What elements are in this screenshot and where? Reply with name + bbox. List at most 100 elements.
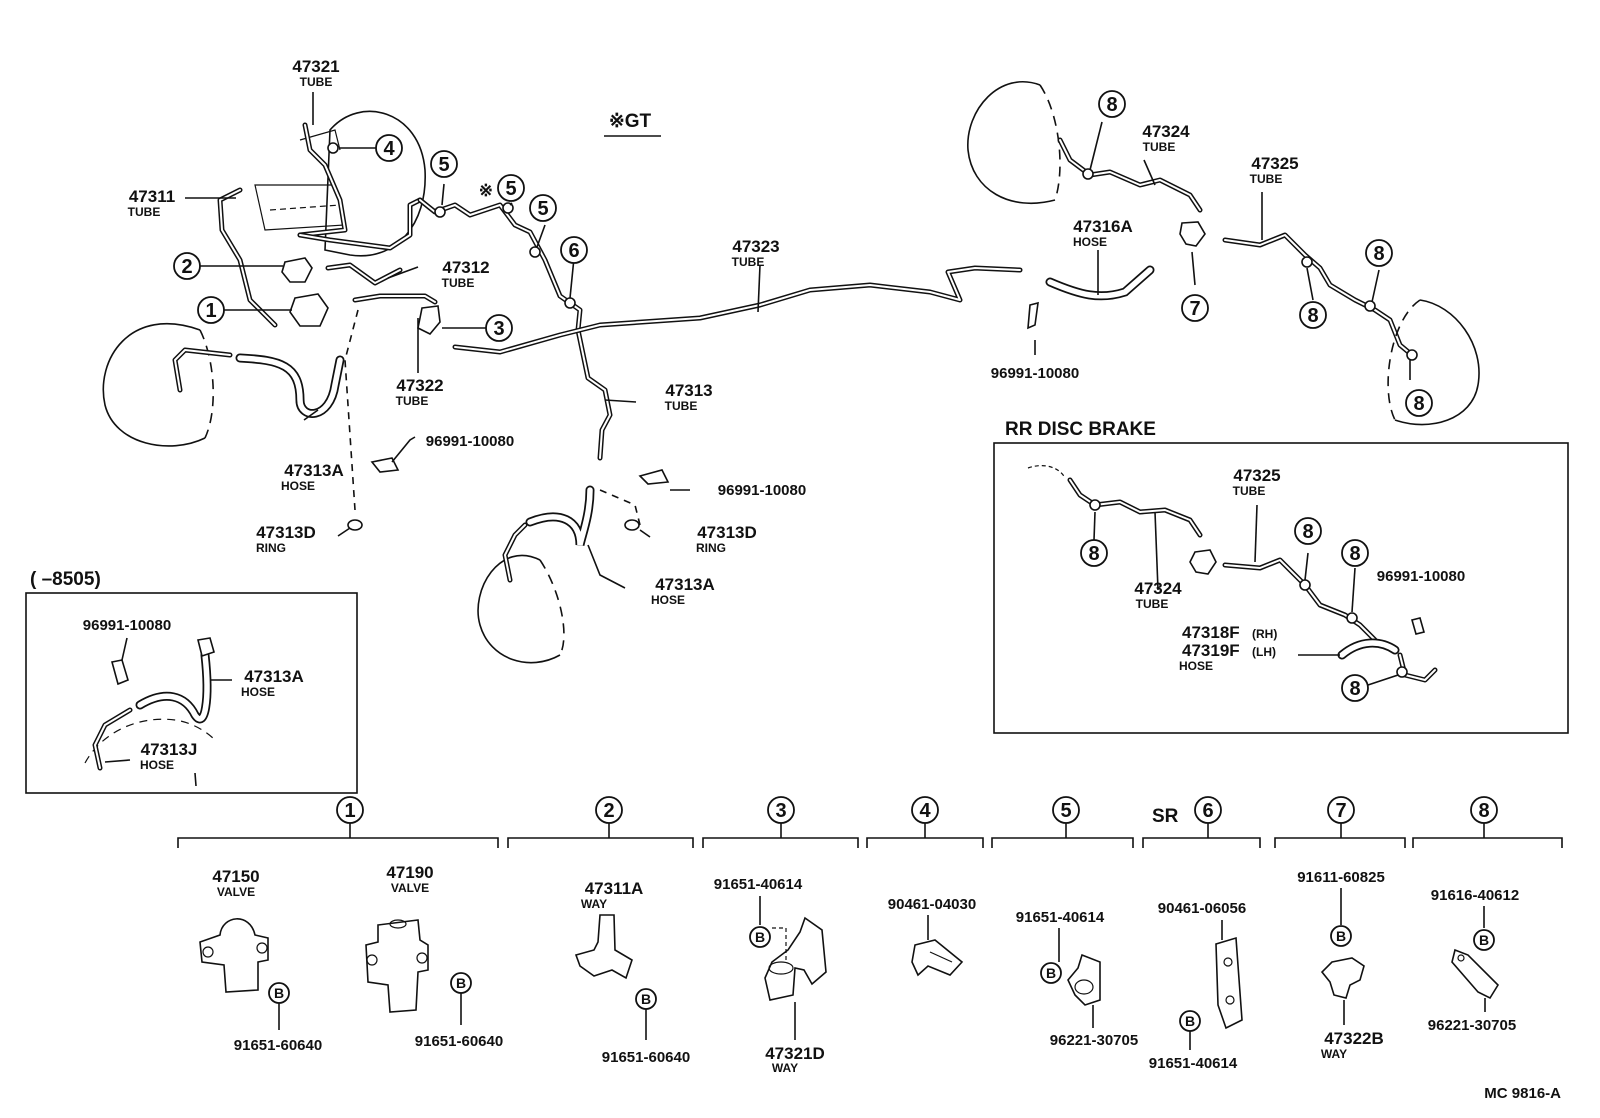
callout-8-rr-a: 8	[1080, 539, 1108, 567]
detail-6-bottom-number: 91651-40614	[1149, 1055, 1238, 1072]
svg-text:B: B	[755, 929, 765, 945]
bolt-b-5: B	[1040, 962, 1062, 984]
svg-text:8: 8	[1373, 243, 1384, 265]
callout-3-main: 3	[485, 314, 513, 342]
valve-part-2	[281, 257, 313, 283]
svg-text:4: 4	[919, 800, 931, 822]
svg-text:2: 2	[181, 256, 192, 278]
way-47322B-drawing	[1320, 957, 1365, 999]
tube-47324-top	[1057, 137, 1203, 213]
bolt-b-3: B	[749, 926, 771, 948]
label-47313D-left: 47313D	[256, 523, 316, 542]
label-47323-type: TUBE	[732, 255, 765, 269]
svg-text:※: ※	[479, 181, 493, 200]
label-47319F-side: (LH)	[1252, 645, 1276, 659]
front-right-drum	[477, 554, 565, 664]
callout-8-rr-c: 8	[1341, 539, 1369, 567]
svg-text:B: B	[1185, 1013, 1195, 1029]
valve-47190-drawing	[365, 919, 429, 1013]
bolt-b-1a: B	[268, 982, 290, 1004]
detail-7-part-number: 47322B	[1324, 1029, 1384, 1048]
callout-5-star: ※ 5	[479, 174, 525, 202]
svg-text:6: 6	[568, 240, 579, 262]
label-47324-rr-type: TUBE	[1136, 597, 1169, 611]
detail-5-bottom-number: 96221-30705	[1050, 1032, 1138, 1049]
label-47321: 47321	[292, 57, 339, 76]
label-47322: 47322	[396, 376, 443, 395]
svg-text:8: 8	[1302, 521, 1313, 543]
label-96991-rr: 96991-10080	[1377, 568, 1465, 585]
rear-right-drum	[1387, 299, 1480, 426]
callout-5-main-a: 5	[430, 150, 458, 178]
label-96991-a: 96991-10080	[426, 433, 514, 450]
svg-text:B: B	[641, 991, 651, 1007]
clamp-5-drawing	[1067, 953, 1101, 1006]
svg-text:1: 1	[205, 300, 216, 322]
label-96991-c: 96991-10080	[991, 365, 1079, 382]
label-47325-top-type: TUBE	[1250, 172, 1283, 186]
callout-1-main: 1	[197, 296, 225, 324]
label-47312: 47312	[442, 258, 489, 277]
detail-2-bolt-number: 91651-60640	[602, 1049, 690, 1066]
svg-text:B: B	[1336, 928, 1346, 944]
svg-text:5: 5	[537, 198, 548, 220]
way-part-7-top	[1179, 221, 1206, 247]
detail-4-part-number: 90461-04030	[888, 896, 976, 913]
label-47312-type: TUBE	[442, 276, 475, 290]
callout-3-detail: 3	[767, 796, 795, 824]
callout-5-main-b: 5	[529, 194, 557, 222]
detail-1a-type: VALVE	[217, 885, 255, 899]
svg-text:3: 3	[493, 318, 504, 340]
svg-text:8: 8	[1349, 543, 1360, 565]
hose-47313A-mid	[502, 485, 595, 583]
detail-8-bottom-number: 96221-30705	[1428, 1017, 1516, 1034]
label-47313D-mid: 47313D	[697, 523, 757, 542]
svg-text:7: 7	[1189, 298, 1200, 320]
way-47321D-drawing	[764, 916, 827, 1001]
callout-5-detail: 5	[1052, 796, 1080, 824]
svg-text:B: B	[456, 975, 466, 991]
bolt-b-7: B	[1330, 925, 1352, 947]
label-47318F: 47318F	[1182, 623, 1240, 642]
hose-47316A	[1045, 265, 1155, 301]
ring-47313D-left	[347, 519, 363, 531]
svg-text:8: 8	[1349, 678, 1360, 700]
way-part-3	[417, 305, 441, 335]
rr-disc-brake-box	[993, 442, 1569, 734]
label-47313J-type: HOSE	[140, 758, 174, 772]
connection-nodes	[327, 142, 1418, 361]
svg-text:4: 4	[383, 138, 395, 160]
detail-1a-bolt-number: 91651-60640	[234, 1037, 322, 1054]
detail-5-top-number: 91651-40614	[1016, 909, 1105, 926]
inset-title: ( –8505)	[30, 569, 101, 590]
callout-4-detail: 4	[911, 796, 939, 824]
label-47325-top: 47325	[1251, 154, 1298, 173]
detail-1b-bolt-number: 91651-60640	[415, 1033, 503, 1050]
callout-8-b: 8	[1365, 239, 1393, 267]
label-4731xF-type: HOSE	[1179, 659, 1213, 673]
ring-47313D-mid	[624, 519, 640, 531]
front-left-drum	[102, 323, 214, 447]
hose-47313A-left	[172, 347, 345, 418]
clip-90461-04030-drawing	[911, 939, 964, 977]
label-47321-type: TUBE	[300, 75, 333, 89]
svg-text:8: 8	[1106, 94, 1117, 116]
svg-text:5: 5	[1060, 800, 1071, 822]
detail-6-top-number: 90461-06056	[1158, 900, 1246, 917]
label-47322-type: TUBE	[396, 394, 429, 408]
detail-2-type: WAY	[581, 897, 607, 911]
detail-1b-part-number: 47190	[386, 863, 433, 882]
detail-3-type: WAY	[772, 1061, 798, 1075]
label-47323: 47323	[732, 237, 779, 256]
valve-part-1	[289, 293, 329, 327]
label-47316A-type: HOSE	[1073, 235, 1107, 249]
callout-7-detail: 7	[1327, 796, 1355, 824]
callout-8-a: 8	[1098, 90, 1126, 118]
label-47311: 47311	[129, 187, 175, 206]
callout-6-main: 6	[560, 236, 588, 264]
svg-text:B: B	[274, 985, 284, 1001]
label-47318F-side: (RH)	[1252, 627, 1277, 641]
callout-7-main: 7	[1181, 294, 1209, 322]
bolt-b-8: B	[1473, 929, 1495, 951]
